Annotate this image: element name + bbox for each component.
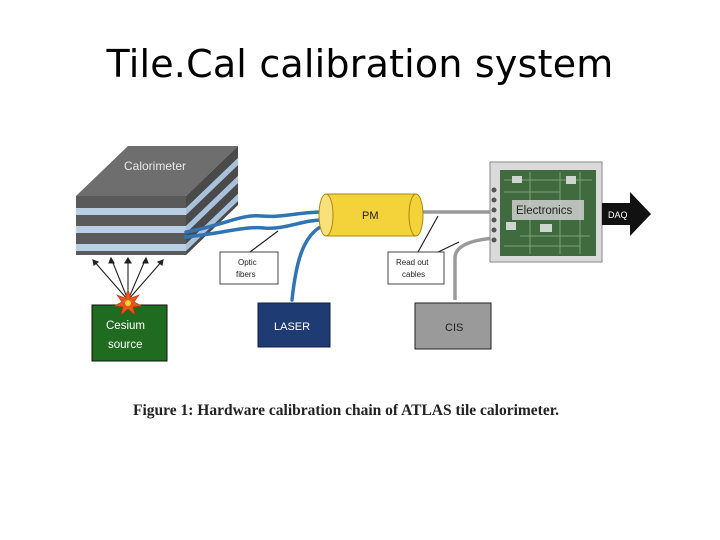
readout-cables-label-2: cables bbox=[402, 270, 425, 279]
laser-label: LASER bbox=[274, 321, 310, 333]
calorimeter: Calorimeter bbox=[76, 146, 238, 255]
optic-fibers-label-1: Optic bbox=[238, 258, 257, 267]
calorimeter-label: Calorimeter bbox=[124, 159, 186, 173]
pm-tube: PM bbox=[318, 193, 424, 237]
cis-label: CIS bbox=[445, 322, 463, 334]
optic-fibers bbox=[184, 210, 324, 302]
cis-box: CIS bbox=[414, 302, 492, 350]
slide-title: Tile.Cal calibration system bbox=[106, 42, 614, 86]
readout-cables-label-1: Read out bbox=[396, 258, 429, 267]
daq-label: DAQ bbox=[608, 210, 628, 220]
cesium-source: Cesium source bbox=[91, 304, 168, 362]
cesium-label-2: source bbox=[108, 339, 143, 351]
laser-box: LASER bbox=[257, 302, 331, 348]
burst-icon bbox=[112, 289, 144, 316]
readout-cables bbox=[421, 210, 496, 300]
figure-caption: Figure 1: Hardware calibration chain of … bbox=[133, 402, 560, 419]
electronics-label: Electronics bbox=[516, 205, 572, 217]
readout-cables-callout: Read out cables bbox=[387, 215, 460, 285]
optic-fibers-callout: Optic fibers bbox=[219, 230, 279, 285]
daq-arrow-icon: DAQ bbox=[602, 192, 651, 236]
cesium-label-1: Cesium bbox=[106, 320, 145, 332]
electronics-board: Electronics bbox=[489, 161, 603, 263]
pm-label: PM bbox=[362, 210, 379, 222]
optic-fibers-label-2: fibers bbox=[236, 270, 256, 279]
